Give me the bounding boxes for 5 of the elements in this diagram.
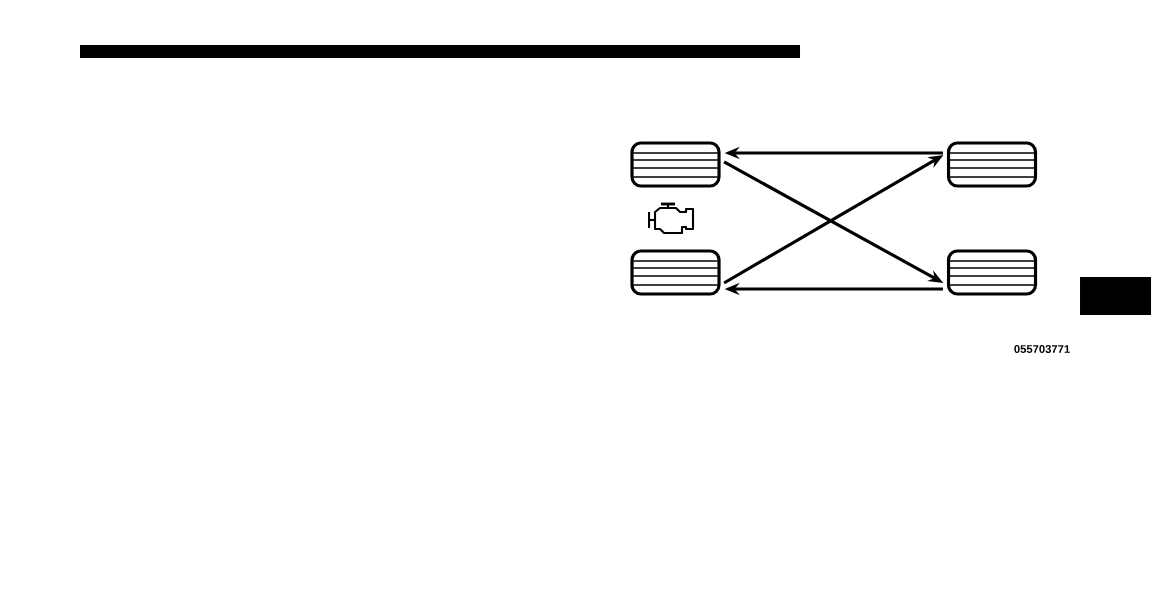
tire [630,141,721,188]
tire [946,249,1038,296]
tire [946,141,1038,188]
figure-number: 055703771 [1014,345,1070,353]
tire [630,249,721,296]
